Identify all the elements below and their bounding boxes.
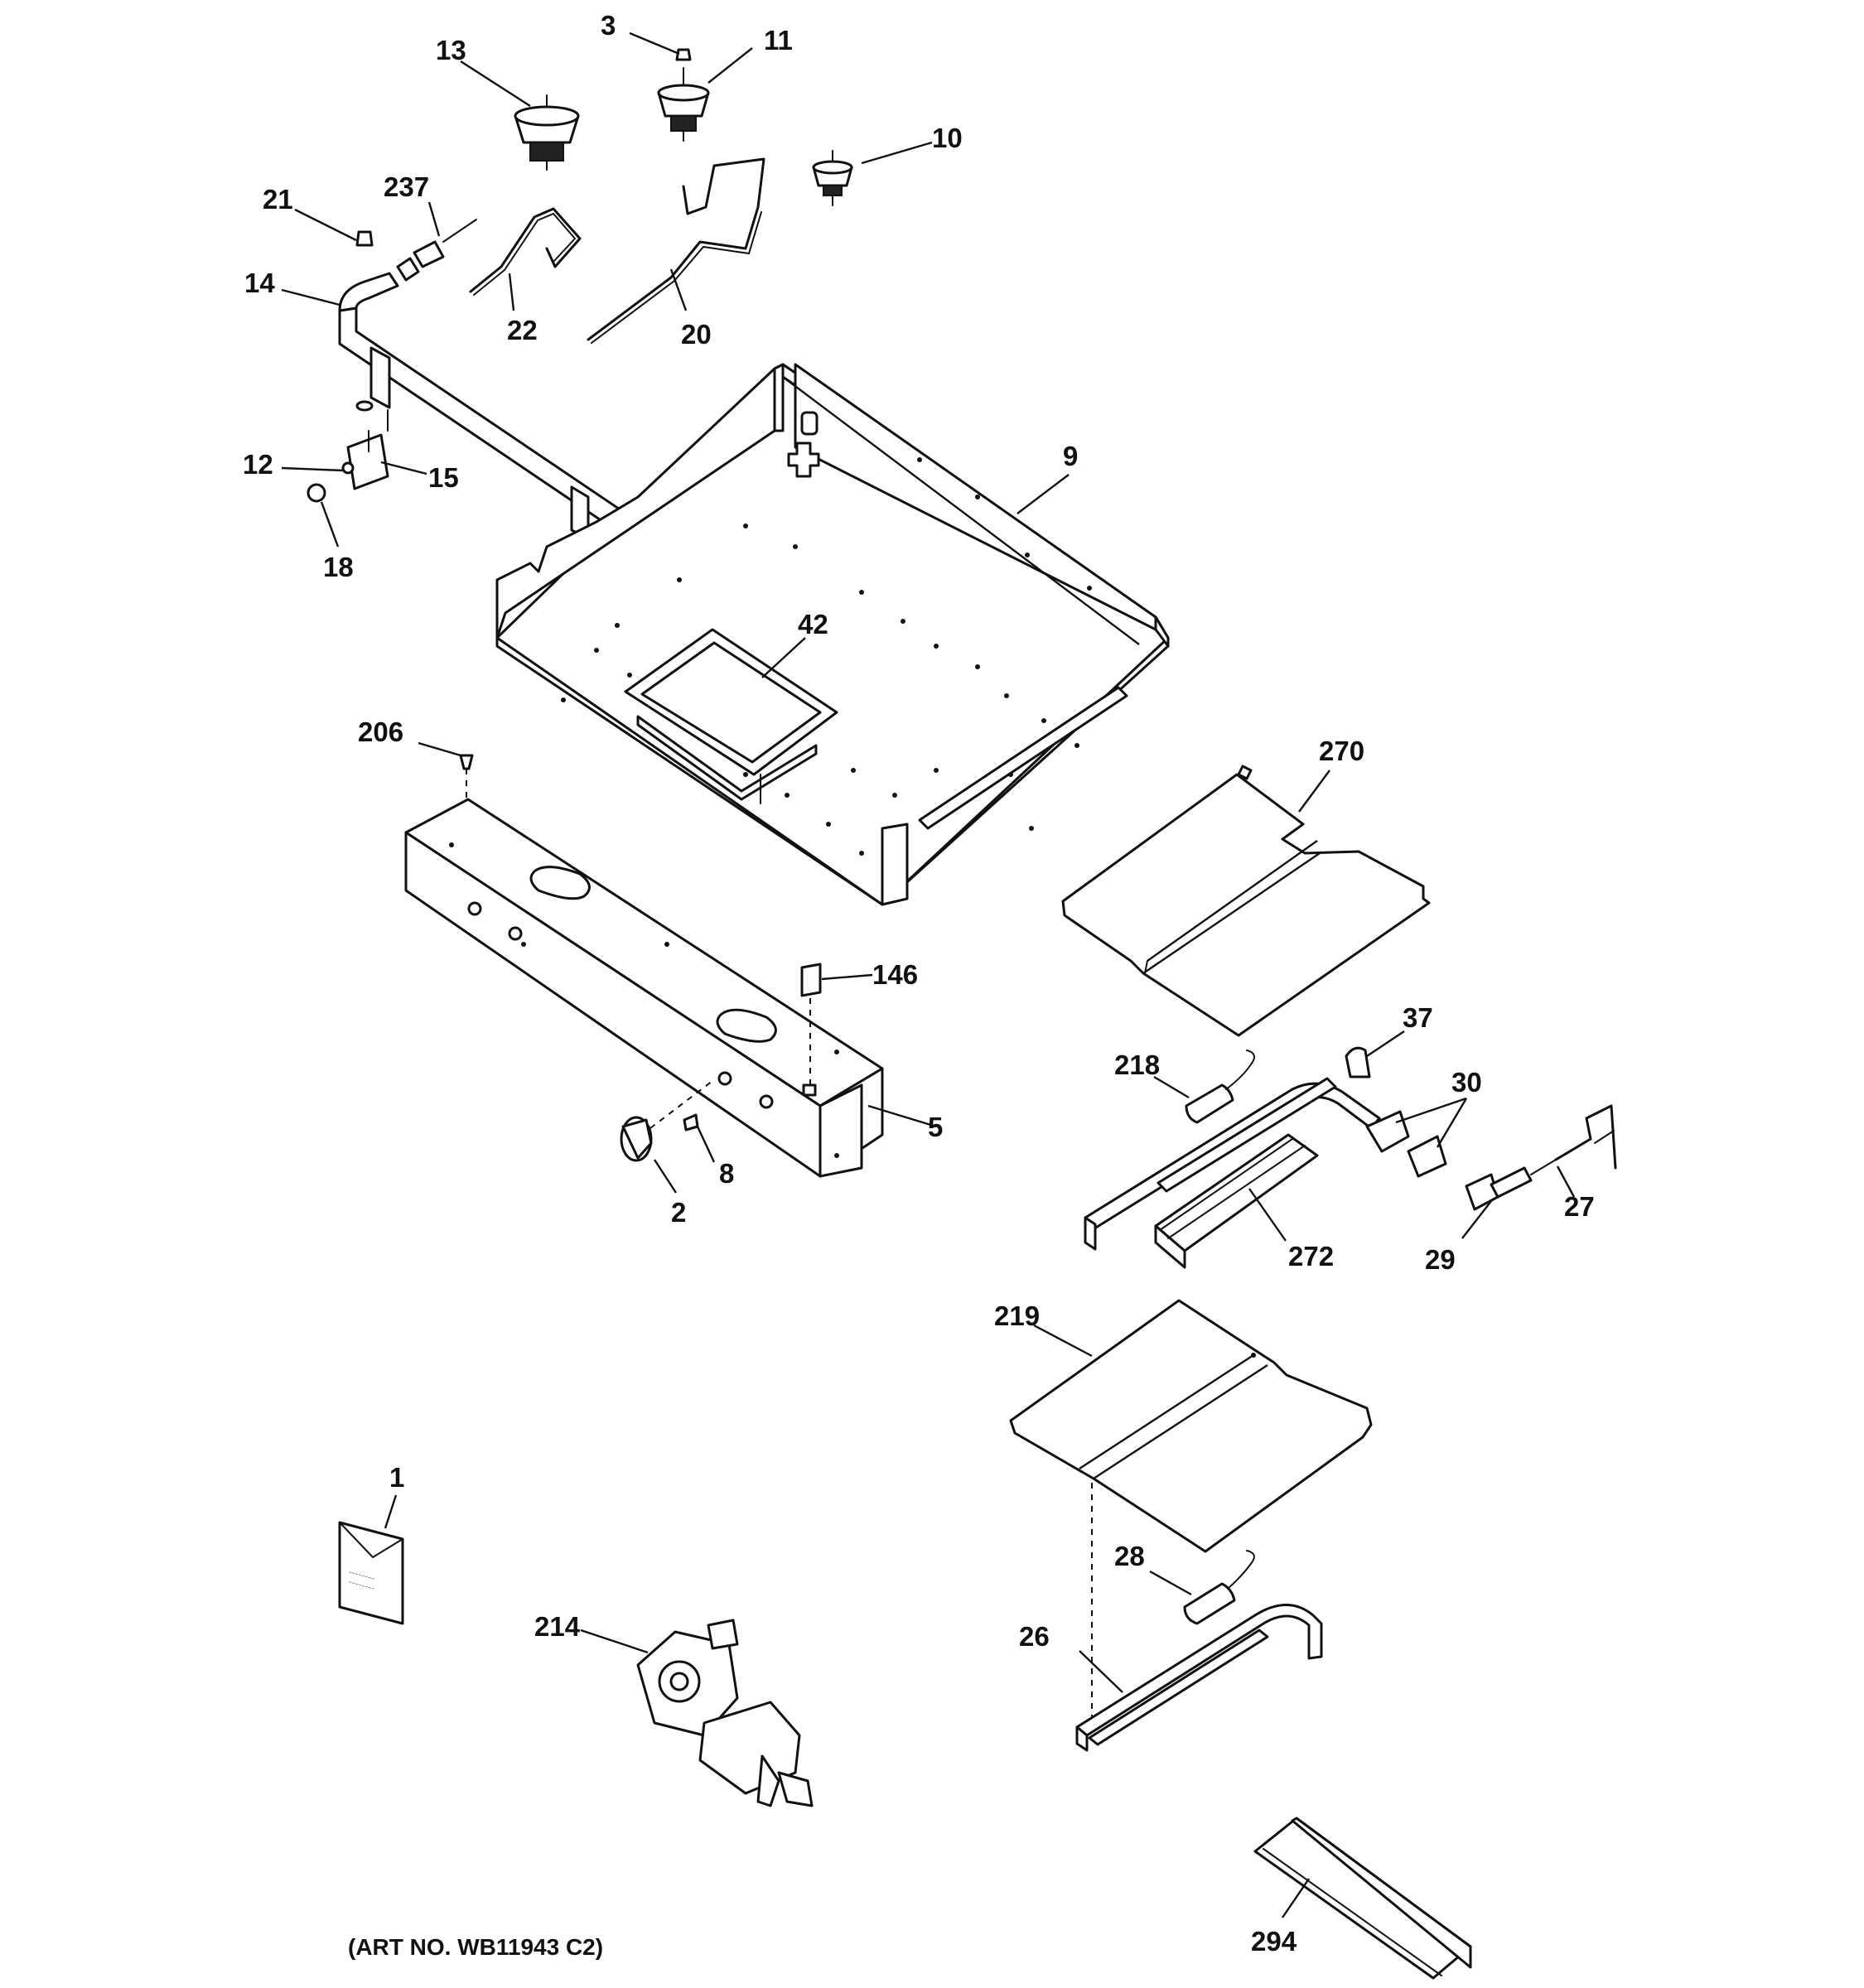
callout-42: 42 [798,609,828,639]
bracket-146 [800,963,822,1097]
callout-206: 206 [358,717,403,747]
callout-5: 5 [928,1112,943,1142]
burner-plate-272 [1154,1133,1319,1269]
screw-8 [683,1113,699,1132]
manifold-panel-5 [404,798,884,1178]
burner-head-13 [514,94,580,171]
callout-214: 214 [534,1611,581,1642]
igniter-28 [1183,1550,1255,1625]
access-cover-42 [624,628,838,804]
igniter-218 [1185,1049,1255,1124]
art-number-label: (ART NO. WB11943 C2) [348,1934,603,1960]
burner-tube-218 [1084,1077,1381,1251]
callout-28: 28 [1114,1541,1145,1571]
screw-206 [459,754,474,802]
callout-218: 218 [1114,1049,1160,1080]
manifold-14 [338,272,664,552]
control-valve-214 [636,1619,814,1807]
callout-146: 146 [872,959,918,990]
callout-270: 270 [1319,736,1364,766]
callout-22: 22 [507,315,538,345]
knob-2 [620,1080,713,1162]
callout-26: 26 [1019,1621,1050,1652]
callout-21: 21 [263,184,293,215]
fitting-21 [355,230,374,247]
callout-11: 11 [764,25,793,55]
burner-tube-26 [1075,1604,1323,1752]
heat-shield-270 [1061,765,1431,1037]
burner-head-10 [812,150,853,206]
gas-tube-22 [469,207,582,296]
callout-labels: 1 2 3 5 8 9 10 11 12 13 14 15 18 20 21 2… [243,10,1595,1960]
fitting-237 [396,219,477,282]
callout-2: 2 [671,1197,686,1228]
callout-18: 18 [323,552,354,582]
callout-3: 3 [601,10,616,41]
burner-head-11 [657,67,710,142]
bracket-294 [1253,1817,1472,1980]
gas-tube-20 [587,157,765,344]
callout-294: 294 [1251,1926,1297,1957]
callout-237: 237 [384,171,429,202]
orifice-29 [1465,1159,1557,1211]
callout-272: 272 [1288,1241,1334,1271]
callout-15: 15 [428,462,459,493]
callout-13: 13 [436,35,466,65]
callout-1: 1 [389,1462,404,1493]
callout-12: 12 [243,449,273,480]
shutter-30 [1365,1110,1447,1178]
callout-27: 27 [1564,1191,1595,1222]
callout-29: 29 [1425,1244,1456,1275]
heat-shield-219 [1009,1299,1373,1723]
valve-12 [341,400,389,490]
callout-10: 10 [932,123,963,153]
tube-27 [1554,1104,1617,1170]
screw-3 [675,48,692,61]
callout-14: 14 [244,268,275,298]
callout-20: 20 [681,319,712,350]
callout-37: 37 [1403,1002,1433,1033]
callout-8: 8 [719,1158,734,1189]
callout-9: 9 [1063,441,1078,471]
bracket-37 [1345,1046,1371,1078]
leader-lines [281,31,1576,1918]
literature-1: ~~~~~~~~ ~~~~~~~~ [338,1521,404,1625]
callout-30: 30 [1451,1067,1482,1098]
nut-18 [307,483,326,503]
callout-219: 219 [994,1300,1040,1331]
